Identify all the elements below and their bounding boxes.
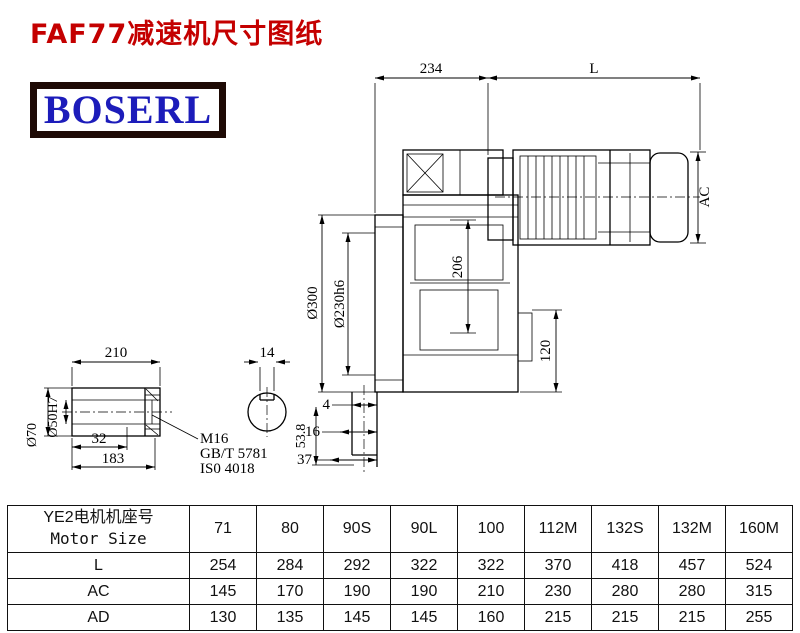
table-cell: 370 xyxy=(524,552,592,579)
flange-diameter-dims: Ø300 Ø230h6 xyxy=(305,214,375,393)
dim-230h6-label: Ø230h6 xyxy=(332,279,348,328)
table-cell: 418 xyxy=(591,552,659,579)
dim-70-label: Ø70 xyxy=(25,423,40,447)
table-header-cell: 71 xyxy=(189,505,257,553)
table-cell: 280 xyxy=(591,578,659,605)
table-cell: 160 xyxy=(457,604,525,631)
table-row-AD: AD 130 135 145 145 160 215 215 215 255 xyxy=(7,604,793,631)
motor-size-header-en: Motor Size xyxy=(50,529,147,548)
table-cell: 215 xyxy=(591,604,659,631)
table-cell: 215 xyxy=(658,604,726,631)
dim-50h7-label: Ø50H7 xyxy=(46,396,61,437)
table-header-cell: 112M xyxy=(524,505,592,553)
row-label: AD xyxy=(7,604,190,631)
dim-32-label: 32 xyxy=(92,431,107,447)
dim-206: 206 xyxy=(450,219,476,334)
dim-300-label: Ø300 xyxy=(305,286,321,319)
table-cell: 190 xyxy=(323,578,391,605)
shaft-end-view: 14 xyxy=(244,345,290,437)
thread-spec-label: M16 xyxy=(200,431,229,447)
page-title: FAF77减速机尺寸图纸 xyxy=(30,19,324,50)
table-row-L: L 254 284 292 322 322 370 418 457 524 xyxy=(7,552,793,579)
table-cell: 135 xyxy=(256,604,324,631)
table-header-cell: 160M xyxy=(725,505,793,553)
top-dimensions: 234 L xyxy=(374,61,701,213)
standard-iso-label: IS0 4018 xyxy=(200,461,255,477)
dim-183-label: 183 xyxy=(102,451,125,467)
table-header-cell: 90L xyxy=(390,505,458,553)
table-cell: 170 xyxy=(256,578,324,605)
motor-size-header-cn: YE2电机机座号 xyxy=(43,509,154,527)
table-cell: 230 xyxy=(524,578,592,605)
table-cell: 130 xyxy=(189,604,257,631)
row-label: AC xyxy=(7,578,190,605)
motor-size-header-cell: YE2电机机座号 Motor Size xyxy=(7,505,190,553)
ac-dimension: AC xyxy=(690,151,713,244)
dim-37-label: 37 xyxy=(297,452,313,468)
dim-234-label: 234 xyxy=(420,61,443,77)
table-row-AC: AC 145 170 190 190 210 230 280 280 315 xyxy=(7,578,793,605)
standard-gb-label: GB/T 5781 xyxy=(200,446,268,462)
brand-logo-box: BOSERL xyxy=(30,82,226,138)
table-cell: 255 xyxy=(725,604,793,631)
table-header-cell: 132M xyxy=(658,505,726,553)
dim-4-label: 4 xyxy=(323,397,331,413)
table-cell: 292 xyxy=(323,552,391,579)
table-cell: 145 xyxy=(323,604,391,631)
dim-120: 120 xyxy=(520,309,562,393)
table-cell: 457 xyxy=(658,552,726,579)
table-cell: 322 xyxy=(457,552,525,579)
shaft-side-view: 210 32 183 Ø70 Ø50H7 M16 GB/T 5781 IS0 4… xyxy=(25,345,268,477)
table-cell: 524 xyxy=(725,552,793,579)
table-cell: 254 xyxy=(189,552,257,579)
table-header-row: YE2电机机座号 Motor Size 71 80 90S 90L 100 11… xyxy=(7,505,793,553)
bottom-stub-dims: 4 16 37 53.8 xyxy=(294,385,378,473)
table-header-cell: 90S xyxy=(323,505,391,553)
table-cell: 145 xyxy=(189,578,257,605)
dim-53-8-label: 53.8 xyxy=(294,424,309,449)
table-cell: 284 xyxy=(256,552,324,579)
table-cell: 145 xyxy=(390,604,458,631)
dim-14-label: 14 xyxy=(260,345,276,361)
table-header-cell: 80 xyxy=(256,505,324,553)
dim-210-label: 210 xyxy=(105,345,128,361)
table-cell: 215 xyxy=(524,604,592,631)
table-cell: 315 xyxy=(725,578,793,605)
table-cell: 210 xyxy=(457,578,525,605)
table-header-cell: 100 xyxy=(457,505,525,553)
table-cell: 322 xyxy=(390,552,458,579)
motor-outline xyxy=(487,149,700,246)
table-header-cell: 132S xyxy=(591,505,659,553)
dim-L-label: L xyxy=(589,61,598,77)
brand-logo-text: BOSERL xyxy=(43,87,213,132)
table-cell: 190 xyxy=(390,578,458,605)
technical-drawing: 234 L AC xyxy=(25,61,713,477)
dim-206-label: 206 xyxy=(450,255,466,278)
table-cell: 280 xyxy=(658,578,726,605)
dim-AC-label: AC xyxy=(697,187,713,208)
dimension-table: YE2电机机座号 Motor Size 71 80 90S 90L 100 11… xyxy=(7,505,793,631)
output-flange xyxy=(374,214,404,393)
dim-120-label: 120 xyxy=(538,340,554,363)
row-label: L xyxy=(7,552,190,579)
